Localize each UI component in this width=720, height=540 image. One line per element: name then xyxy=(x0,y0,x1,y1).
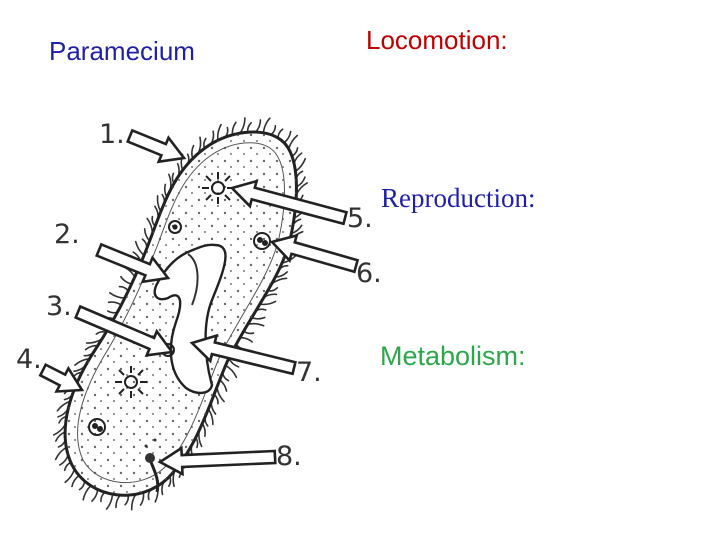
diagram-title: Paramecium xyxy=(49,36,195,66)
cilium xyxy=(130,493,137,511)
arrow-2 xyxy=(95,242,171,284)
arrow-6 xyxy=(269,233,360,274)
label-1: 1. xyxy=(99,119,125,150)
anal-pore xyxy=(144,438,160,493)
cilium xyxy=(207,408,214,426)
arrow-1 xyxy=(126,128,187,164)
cilium xyxy=(287,134,299,150)
cilium xyxy=(246,322,265,327)
label-7: 7. xyxy=(296,357,322,388)
label-5: 5. xyxy=(347,203,373,234)
cilium xyxy=(105,493,114,510)
reproduction-heading: Reproduction: xyxy=(381,183,536,213)
cilium xyxy=(134,240,145,257)
cilium xyxy=(262,117,271,134)
cilium xyxy=(239,336,253,343)
cilium xyxy=(64,468,76,484)
cilium xyxy=(54,446,68,461)
locomotion-heading: Locomotion: xyxy=(366,25,508,55)
metabolism-heading: Metabolism: xyxy=(380,341,526,371)
cilium xyxy=(218,379,228,392)
cilium xyxy=(59,454,69,466)
label-4: 4. xyxy=(16,344,42,375)
cilium xyxy=(82,484,92,501)
arrow-7 xyxy=(189,333,297,376)
arrow-3 xyxy=(74,304,175,357)
arrow-8 xyxy=(157,445,277,477)
label-6: 6. xyxy=(356,258,382,289)
cilium xyxy=(120,275,133,285)
paramecium-cell xyxy=(52,117,308,511)
cilium xyxy=(294,157,307,173)
cilium xyxy=(250,316,266,320)
label-3: 3. xyxy=(46,291,72,322)
label-8: 8. xyxy=(276,441,302,472)
label-2: 2. xyxy=(54,219,80,250)
cilium xyxy=(239,117,246,134)
contractile-vacuole-bottom xyxy=(115,366,147,398)
arrow-5 xyxy=(229,179,349,226)
cilium xyxy=(224,364,238,379)
pointer-arrows xyxy=(38,128,360,477)
cilium xyxy=(115,494,122,509)
cilium xyxy=(108,292,126,299)
cilium xyxy=(71,474,80,488)
oral-groove xyxy=(153,243,227,395)
cilium xyxy=(91,488,99,502)
cilium xyxy=(283,130,292,144)
cilium xyxy=(107,301,123,306)
arrow-4 xyxy=(38,362,85,393)
cilium xyxy=(254,119,262,133)
